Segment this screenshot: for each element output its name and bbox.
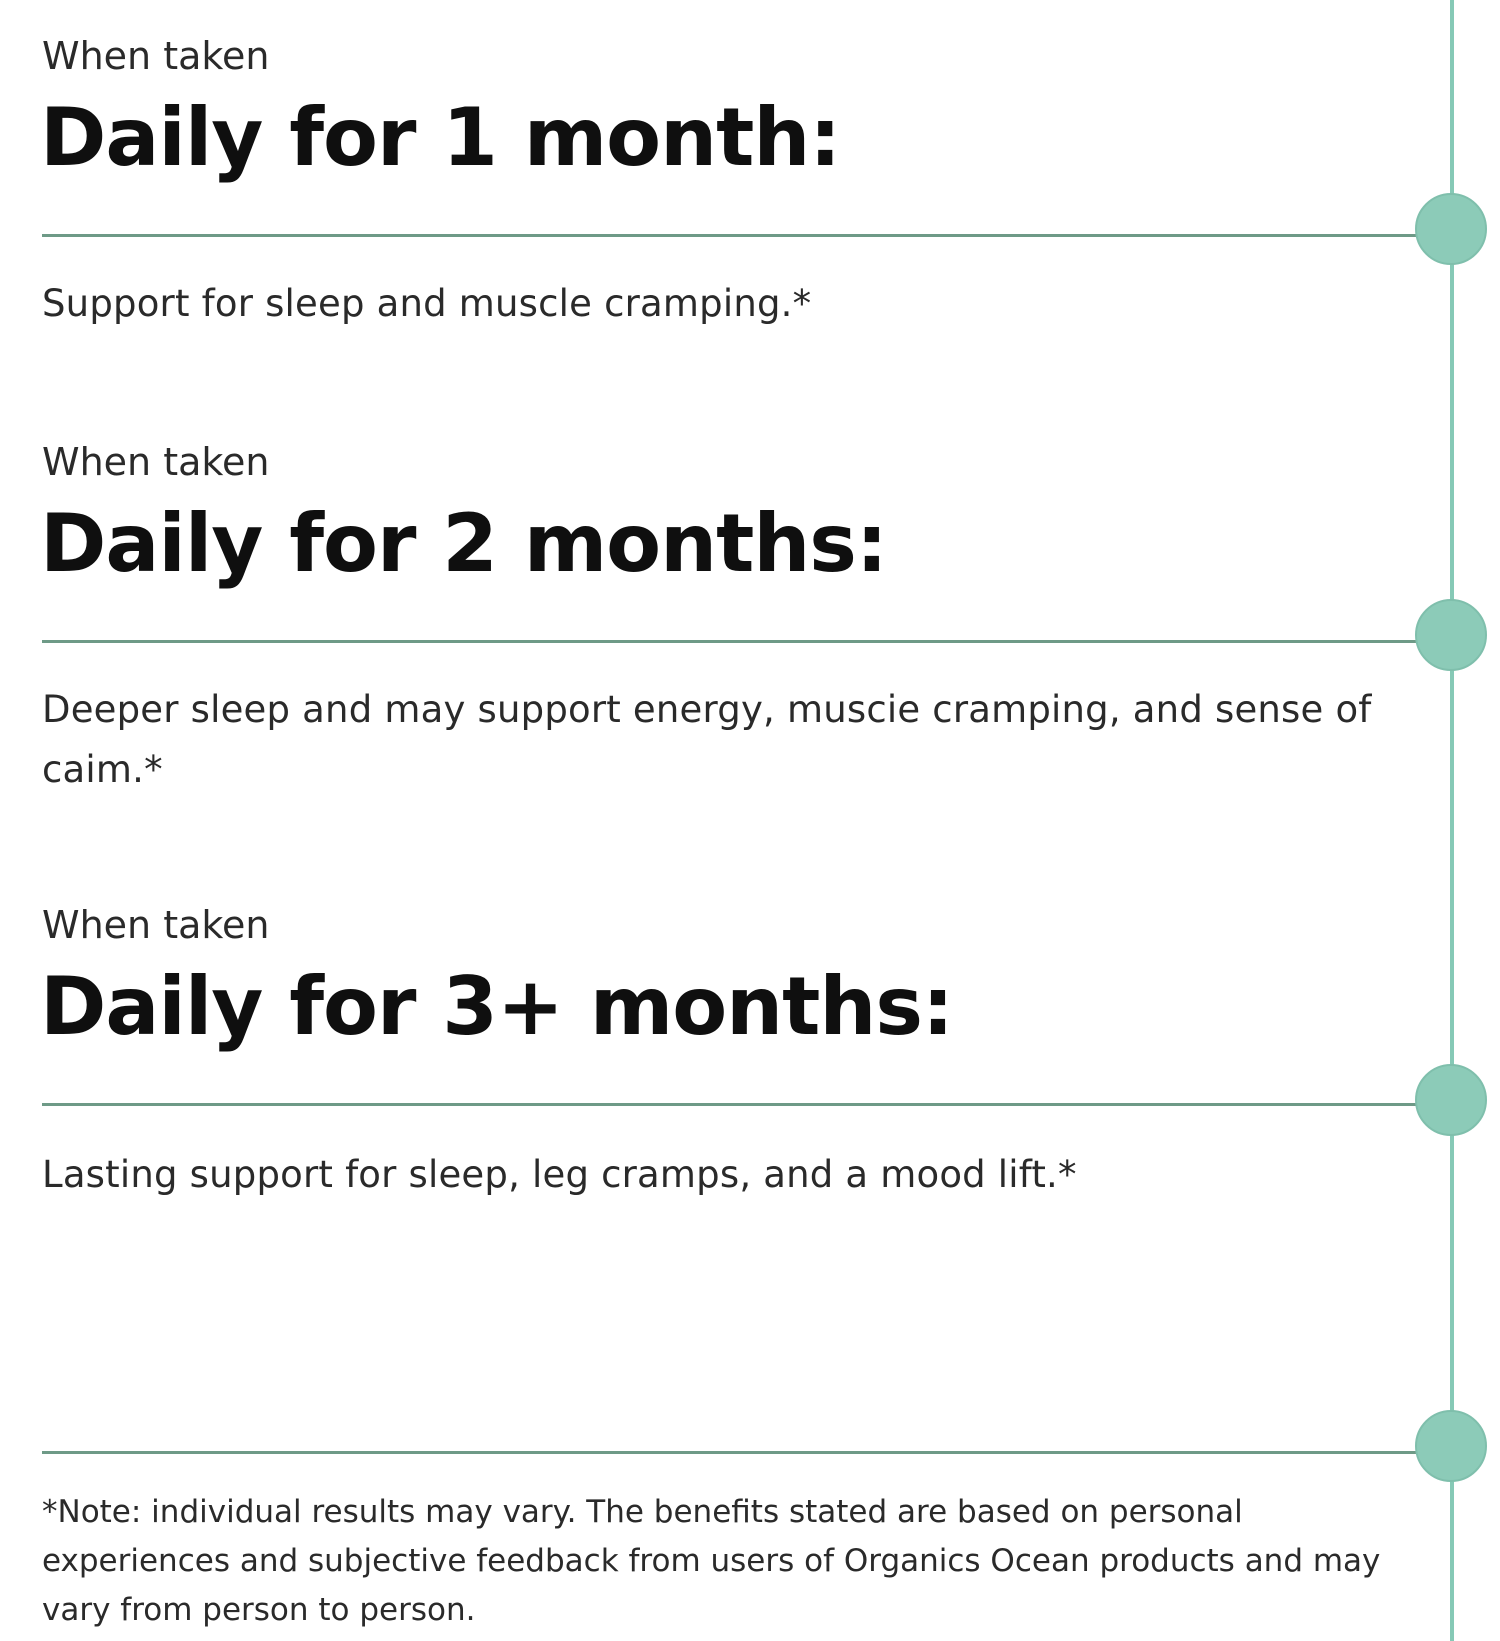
- stage-1-eyebrow: When taken: [42, 34, 270, 78]
- stage-3-divider: [42, 1103, 1452, 1106]
- final-timeline-node: [1415, 1410, 1487, 1482]
- disclaimer-note: *Note: individual results may vary. The …: [42, 1494, 1381, 1628]
- stage-1-description: Support for sleep and muscle cramping.*: [42, 282, 812, 325]
- stage-3-description: Lasting support for sleep, leg cramps, a…: [42, 1153, 1077, 1196]
- stage-2-description: Deeper sleep and may support energy, mus…: [42, 688, 1372, 791]
- stage-3-timeline-node: [1415, 1064, 1487, 1136]
- stage-2-divider: [42, 640, 1452, 643]
- timeline-rail: [1450, 0, 1454, 1641]
- stage-2-eyebrow: When taken: [42, 440, 270, 484]
- stage-3-heading: Daily for 3+ months:: [40, 960, 954, 1053]
- stage-1-divider: [42, 234, 1452, 237]
- stage-1-timeline-node: [1415, 193, 1487, 265]
- stage-3-eyebrow: When taken: [42, 903, 270, 947]
- footnote-divider: [42, 1451, 1452, 1454]
- stage-1-heading: Daily for 1 month:: [40, 91, 841, 184]
- stage-2-heading: Daily for 2 months:: [40, 497, 888, 590]
- stage-2-timeline-node: [1415, 599, 1487, 671]
